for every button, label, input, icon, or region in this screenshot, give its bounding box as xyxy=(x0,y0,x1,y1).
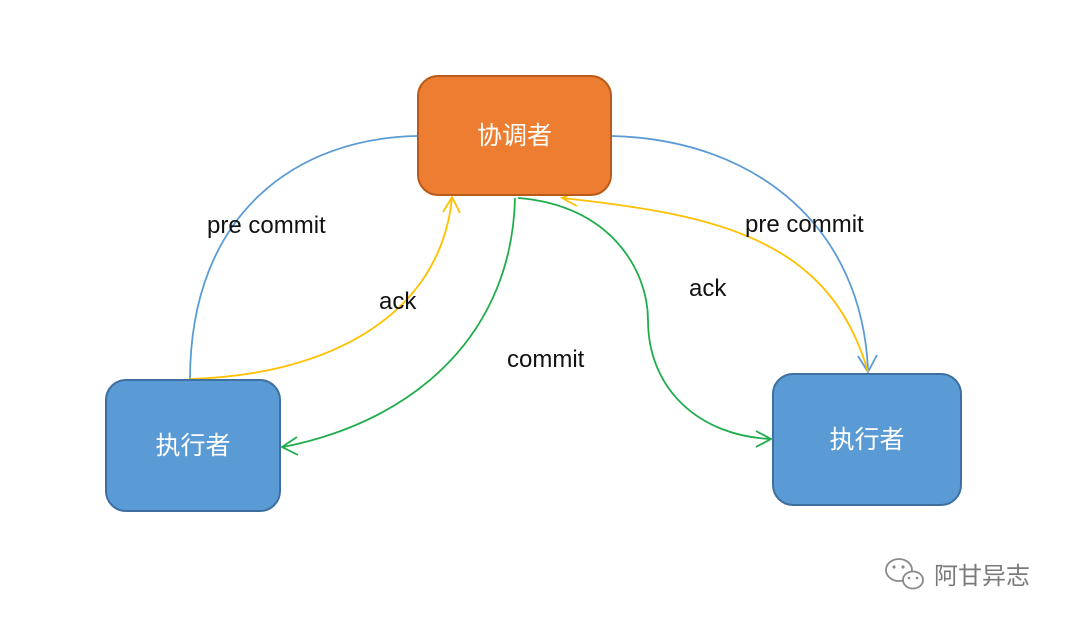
executor-right-box xyxy=(772,373,962,506)
arrowhead-ack-left xyxy=(442,195,461,214)
edge-ack-right xyxy=(561,197,869,373)
edge-precommit-right xyxy=(611,135,869,371)
watermark: 阿甘异志 xyxy=(885,558,1030,590)
label-ack-right: ack xyxy=(689,275,727,302)
executor-left-label: 执行者 xyxy=(155,431,230,460)
arrowhead-commit-left xyxy=(280,436,299,456)
executor-left-box xyxy=(105,379,281,512)
wechat-icon xyxy=(885,558,924,590)
watermark-text: 阿甘异志 xyxy=(934,562,1030,590)
node-coordinator: 协调者 xyxy=(417,75,612,196)
edge-precommit-left xyxy=(189,135,418,381)
label-precommit-right: pre commit xyxy=(745,211,864,238)
coordinator-box xyxy=(417,75,612,196)
label-ack-left: ack xyxy=(379,288,417,315)
label-commit-left: commit xyxy=(507,346,585,373)
executor-right-label: 执行者 xyxy=(829,425,904,454)
node-executor-right: 执行者 xyxy=(772,373,962,506)
edges xyxy=(189,135,878,456)
edge-commit-left xyxy=(282,197,516,448)
node-executor-left: 执行者 xyxy=(105,379,281,512)
label-precommit-left: pre commit xyxy=(207,212,326,239)
edge-ack-left xyxy=(189,197,453,380)
edge-commit-right xyxy=(517,197,772,440)
arrowhead-commit-right xyxy=(755,430,773,448)
coordinator-label: 协调者 xyxy=(477,121,552,150)
